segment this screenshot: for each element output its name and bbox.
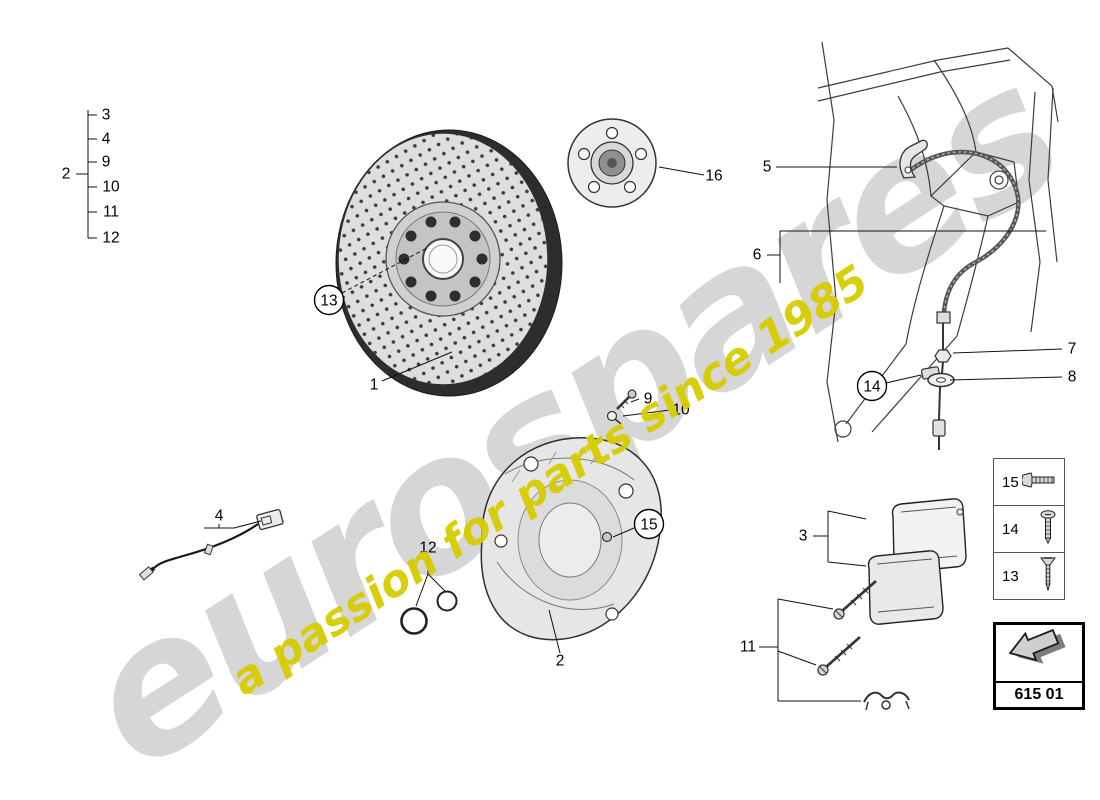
- circled-callout-14[interactable]: 14: [856, 370, 888, 402]
- hardware-item-15[interactable]: 15: [993, 458, 1065, 506]
- bleeder-illustration: [606, 389, 637, 425]
- nav-arrow-icon: [996, 625, 1082, 681]
- leader-lines: [76, 110, 1063, 702]
- diagram-code-box[interactable]: 615 01: [993, 622, 1085, 710]
- diagram-code: 615 01: [996, 681, 1082, 707]
- suspension-assembly-illustration: [817, 41, 1059, 443]
- legend-item-11[interactable]: 11: [103, 204, 119, 221]
- callout-6[interactable]: 6: [753, 247, 762, 264]
- callout-3[interactable]: 3: [799, 528, 808, 545]
- legend-item-12[interactable]: 12: [102, 230, 119, 247]
- pad-screws-illustration: [817, 580, 910, 711]
- callout-8[interactable]: 8: [1068, 369, 1077, 386]
- housing-illustration: [480, 437, 662, 641]
- legend-item-4[interactable]: 4: [102, 131, 111, 148]
- callout-16[interactable]: 16: [705, 168, 722, 185]
- circled-callout-13[interactable]: 13: [313, 284, 345, 316]
- speed-sensor-illustration: [138, 508, 284, 581]
- hardware-number: 14: [1002, 520, 1019, 538]
- hex-bolt-icon: [1020, 471, 1056, 493]
- legend-item-9[interactable]: 9: [102, 154, 111, 171]
- hardware-number: 13: [1002, 567, 1019, 585]
- svg-text:14: 14: [863, 379, 881, 396]
- callout-9[interactable]: 9: [644, 391, 653, 408]
- pan-head-screw-icon: [1040, 509, 1056, 549]
- union-part: [934, 349, 952, 363]
- callout-4[interactable]: 4: [215, 508, 224, 525]
- seal-rings-illustration: [400, 590, 458, 635]
- callout-labels: 3 4 9 10 11 12 2 1 16 5 6 7 8 9 10 2 12 …: [62, 107, 1077, 670]
- hardware-number: 15: [1002, 473, 1019, 491]
- brake-hose-illustration: [899, 139, 1021, 450]
- callout-12[interactable]: 12: [419, 540, 436, 557]
- brake-pads-illustration: [867, 498, 967, 625]
- legend-item-3[interactable]: 3: [102, 107, 111, 124]
- circled-callout-15[interactable]: 15: [633, 508, 665, 540]
- callout-11[interactable]: 11: [740, 639, 756, 656]
- callout-1[interactable]: 1: [370, 377, 379, 394]
- legend-group-label[interactable]: 2: [62, 166, 71, 183]
- wheel-hub-illustration: [567, 118, 657, 208]
- hardware-item-13[interactable]: 13: [993, 552, 1065, 600]
- housing-bolt-part: [601, 531, 613, 543]
- callout-7[interactable]: 7: [1068, 341, 1077, 358]
- svg-text:15: 15: [640, 517, 657, 534]
- hardware-item-14[interactable]: 14: [993, 505, 1065, 553]
- hose-bracket-part: [899, 139, 928, 179]
- hardware-legend-panel: 15 14 13: [993, 458, 1065, 600]
- legend-item-10[interactable]: 10: [102, 179, 120, 196]
- brake-disc-illustration: [335, 129, 563, 397]
- callout-10[interactable]: 10: [672, 402, 690, 419]
- callout-2[interactable]: 2: [556, 653, 565, 670]
- callout-5[interactable]: 5: [763, 159, 772, 176]
- countersunk-screw-icon: [1040, 556, 1056, 596]
- pad-retainer-part: [863, 691, 910, 703]
- svg-text:13: 13: [320, 293, 337, 310]
